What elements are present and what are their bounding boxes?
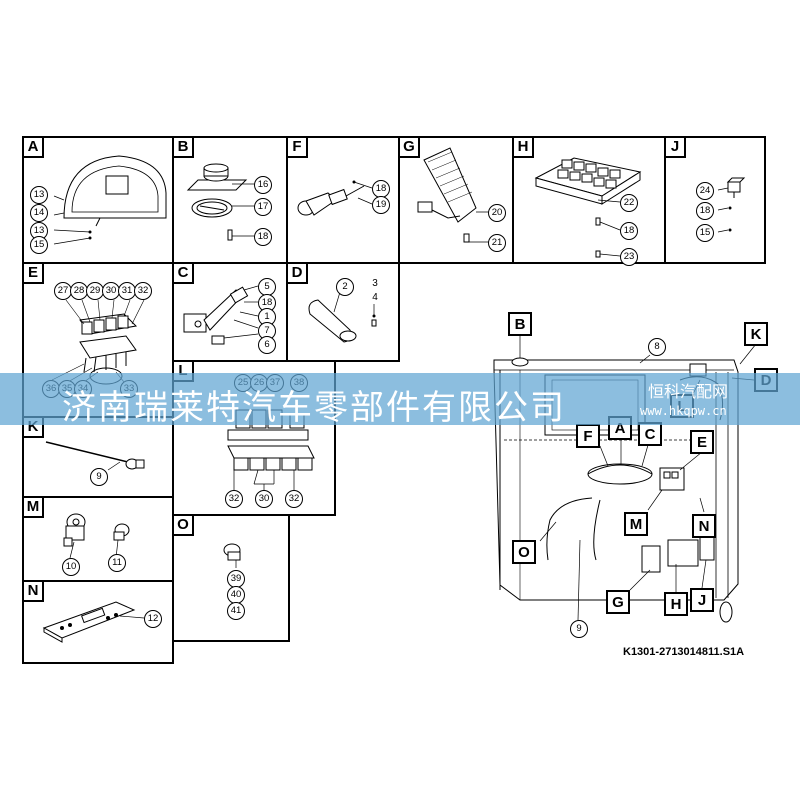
callout-10: 10 — [62, 558, 80, 576]
callout-14: 14 — [30, 204, 48, 222]
main-label-f: F — [576, 424, 600, 448]
callout-32: 32 — [225, 490, 243, 508]
callout-19: 19 — [372, 196, 390, 214]
instrument-cluster-drawing — [53, 155, 167, 245]
callout-6: 6 — [258, 336, 276, 354]
callout-24: 24 — [696, 182, 714, 200]
main-label-m: M — [624, 512, 648, 536]
callout-20: 20 — [488, 204, 506, 222]
callout-21: 21 — [488, 234, 506, 252]
main-label-o: O — [512, 540, 536, 564]
callout-30: 30 — [255, 490, 273, 508]
panel-label: M — [24, 498, 44, 518]
callout-18: 18 — [254, 228, 272, 246]
panel-label: F — [288, 138, 308, 158]
callout-13: 13 — [30, 186, 48, 204]
callout-32: 32 — [134, 282, 152, 300]
ignition-switch-drawing — [63, 513, 130, 559]
callout-18: 18 — [696, 202, 714, 220]
callout-9: 9 — [90, 468, 108, 486]
main-label-e: E — [690, 430, 714, 454]
watermark-site-url: www.hkqpw.cn — [640, 404, 727, 418]
panel-label: E — [24, 264, 44, 284]
panel-a: A 13 14 13 15 — [22, 136, 174, 264]
control-panel-drawing — [42, 601, 145, 643]
watermark-banner — [0, 373, 800, 425]
panel-label: G — [400, 138, 420, 158]
panel-d: D 2 3 4 — [286, 262, 400, 362]
panel-b: B 16 17 18 — [172, 136, 288, 264]
lamp-drawing — [223, 543, 241, 568]
main-label-j: J — [690, 588, 714, 612]
panel-label: N — [24, 582, 44, 602]
callout-15: 15 — [696, 224, 714, 242]
main-label-b: B — [508, 312, 532, 336]
main-label-c: C — [638, 422, 662, 446]
main-label-h: H — [664, 592, 688, 616]
panel-h: H 22 18 23 — [512, 136, 666, 266]
callout-4: 4 — [372, 292, 378, 303]
relay-drawing — [717, 177, 746, 233]
callout-15: 15 — [30, 236, 48, 254]
switch-block-drawing — [51, 299, 145, 385]
callout-17: 17 — [254, 198, 272, 216]
panel-n: N 12 — [22, 580, 174, 664]
panel-m: M 10 11 — [22, 496, 174, 582]
panel-label: B — [174, 138, 194, 158]
panel-label: O — [174, 516, 194, 536]
panel-f: F 18 19 — [286, 136, 400, 264]
cable-drawing — [45, 441, 145, 471]
callout-3: 3 — [372, 278, 378, 289]
main-label-g: G — [606, 590, 630, 614]
main-label-k: K — [744, 322, 768, 346]
panel-j: J 24 18 15 — [664, 136, 766, 264]
callout-31: 31 — [118, 282, 136, 300]
callout-8: 8 — [648, 338, 666, 356]
callout-2: 2 — [336, 278, 354, 296]
watermark-company-name: 济南瑞莱特汽车零部件有限公司 — [62, 388, 566, 428]
accelerator-pedal-drawing — [417, 147, 494, 243]
panel-label: C — [174, 264, 194, 284]
callout-11: 11 — [108, 554, 126, 572]
callout-41: 41 — [227, 602, 245, 620]
panel-label: H — [514, 138, 534, 158]
callout-27: 27 — [54, 282, 72, 300]
part-number: K1301-2713014811.S1A — [623, 646, 745, 658]
callout-12: 12 — [144, 610, 162, 628]
callout-9: 9 — [570, 620, 588, 638]
fuse-box-drawing — [534, 157, 642, 258]
switch-drawing — [297, 180, 373, 216]
panel-label: D — [288, 264, 308, 284]
callout-16: 16 — [254, 176, 272, 194]
callout-23: 23 — [620, 248, 638, 266]
panel-label: J — [666, 138, 686, 158]
callout-32: 32 — [285, 490, 303, 508]
combination-switch-drawing — [183, 285, 259, 345]
main-label-n: N — [692, 514, 716, 538]
panel-g: G 20 21 — [398, 136, 514, 264]
speaker-drawing — [186, 163, 254, 241]
gear-knob-drawing — [308, 291, 377, 343]
panel-o: O 39 40 41 — [172, 514, 290, 642]
callout-22: 22 — [620, 194, 638, 212]
watermark-site-name: 恒科汽配网 — [648, 382, 729, 401]
callout-18: 18 — [620, 222, 638, 240]
panel-label: A — [24, 138, 44, 158]
